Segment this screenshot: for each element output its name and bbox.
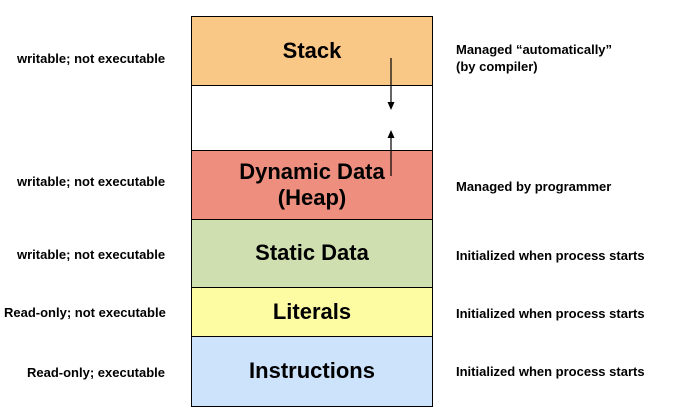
heap-label-line1: Dynamic Data <box>239 158 385 184</box>
literals-label: Literals <box>272 298 352 324</box>
stack-segment: Stack <box>191 16 433 86</box>
static-data-permissions: writable; not executable <box>17 247 166 262</box>
stack-management-line2: (by compiler) <box>456 59 538 74</box>
heap-growth-arrowhead <box>387 130 395 138</box>
literals-permissions: Read-only; not executable <box>4 305 166 320</box>
instructions-label: Instructions <box>249 358 375 384</box>
stack-label: Stack <box>282 37 342 63</box>
stack-growth-arrowhead <box>387 102 395 110</box>
static-data-segment: Static Data <box>191 219 433 288</box>
instructions-segment: Instructions <box>191 336 433 407</box>
static-data-init: Initialized when process starts <box>456 248 645 263</box>
stack-management: Managed “automatically” (by compiler) <box>456 41 612 75</box>
literals-init: Initialized when process starts <box>456 306 645 321</box>
stack-permissions: writable; not executable <box>17 51 166 66</box>
heap-permissions: writable; not executable <box>17 174 166 189</box>
heap-segment: Dynamic Data (Heap) <box>191 150 433 220</box>
literals-segment: Literals <box>191 287 433 337</box>
instructions-permissions: Read-only; executable <box>27 365 165 380</box>
heap-label-line2: (Heap) <box>277 185 347 210</box>
stack-management-line1: Managed “automatically” <box>456 42 613 57</box>
instructions-init: Initialized when process starts <box>456 364 645 379</box>
heap-management: Managed by programmer <box>456 179 612 194</box>
static-data-label: Static Data <box>255 240 369 266</box>
